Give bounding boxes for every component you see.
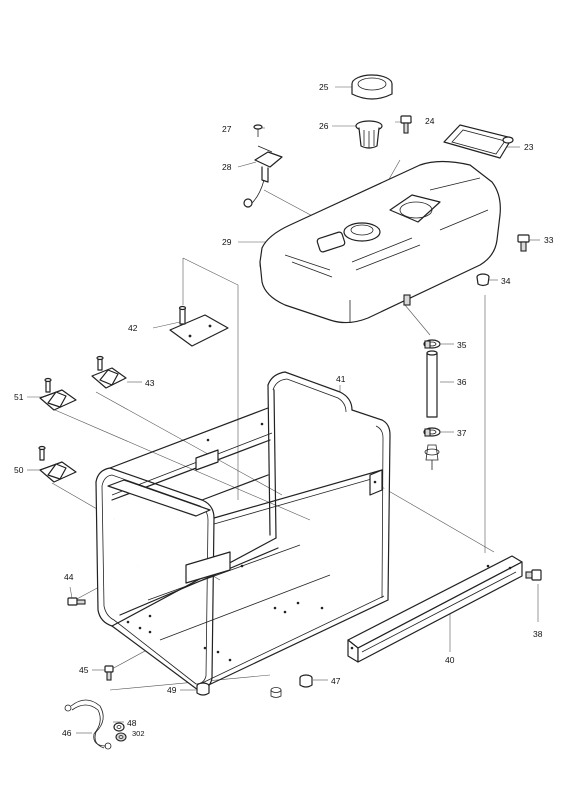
callout-25: 25 [319,82,329,92]
part-25-fuel-cap [351,74,393,100]
part-47-nut [299,674,313,688]
part-38-bolt [525,569,542,581]
part-44-bolt [67,597,86,606]
fuel-cock [424,444,440,470]
callout-23: 23 [524,142,534,152]
part-50-mount [38,445,77,483]
callout-40: 40 [445,655,455,665]
callout-28: 28 [222,162,232,172]
callout-302: 302 [132,729,145,738]
callout-29: 29 [222,237,232,247]
part-37-clamp [423,427,441,437]
part-302-washer [115,732,127,742]
callout-37: 37 [457,428,467,438]
part-35-clamp [423,339,441,349]
callout-38: 38 [533,629,543,639]
part-42-bracket [169,305,229,347]
part-29-fuel-tank [259,160,501,324]
part-36-fuel-hose [426,350,438,418]
part-26-strainer [355,120,383,149]
part-23-fuel-gauge [443,124,514,159]
callout-36: 36 [457,377,467,387]
part-40-base-rail [347,555,523,663]
callout-51: 51 [14,392,24,402]
part-45-bolt [104,665,114,681]
callout-49: 49 [167,685,177,695]
part-43-mount [91,355,127,389]
part-34-grommet [476,273,490,287]
callout-35: 35 [457,340,467,350]
callout-33: 33 [544,235,554,245]
callout-43: 43 [145,378,155,388]
callout-48: 48 [127,718,137,728]
part-27-screw [253,124,263,137]
callout-42: 42 [128,323,138,333]
callout-50: 50 [14,465,24,475]
callout-41: 41 [336,374,346,384]
callout-46: 46 [62,728,72,738]
part-24-bolt [400,115,412,134]
part-33-bolt [517,234,530,252]
part-28-sensor [243,145,283,208]
part-46-ground-wire [64,699,112,750]
callout-44: 44 [64,572,74,582]
part-48-washer [113,722,125,732]
part-49-nut [196,682,210,696]
callout-27: 27 [222,124,232,134]
callout-47: 47 [331,676,341,686]
callout-labels: 25 27 26 24 23 28 29 33 34 42 35 36 37 5… [14,82,554,738]
callout-24: 24 [425,116,435,126]
part-41-frame [95,371,391,691]
callout-34: 34 [501,276,511,286]
part-51-mount [39,377,77,411]
nut-unnumbered [270,687,282,698]
callout-45: 45 [79,665,89,675]
callout-26: 26 [319,121,329,131]
